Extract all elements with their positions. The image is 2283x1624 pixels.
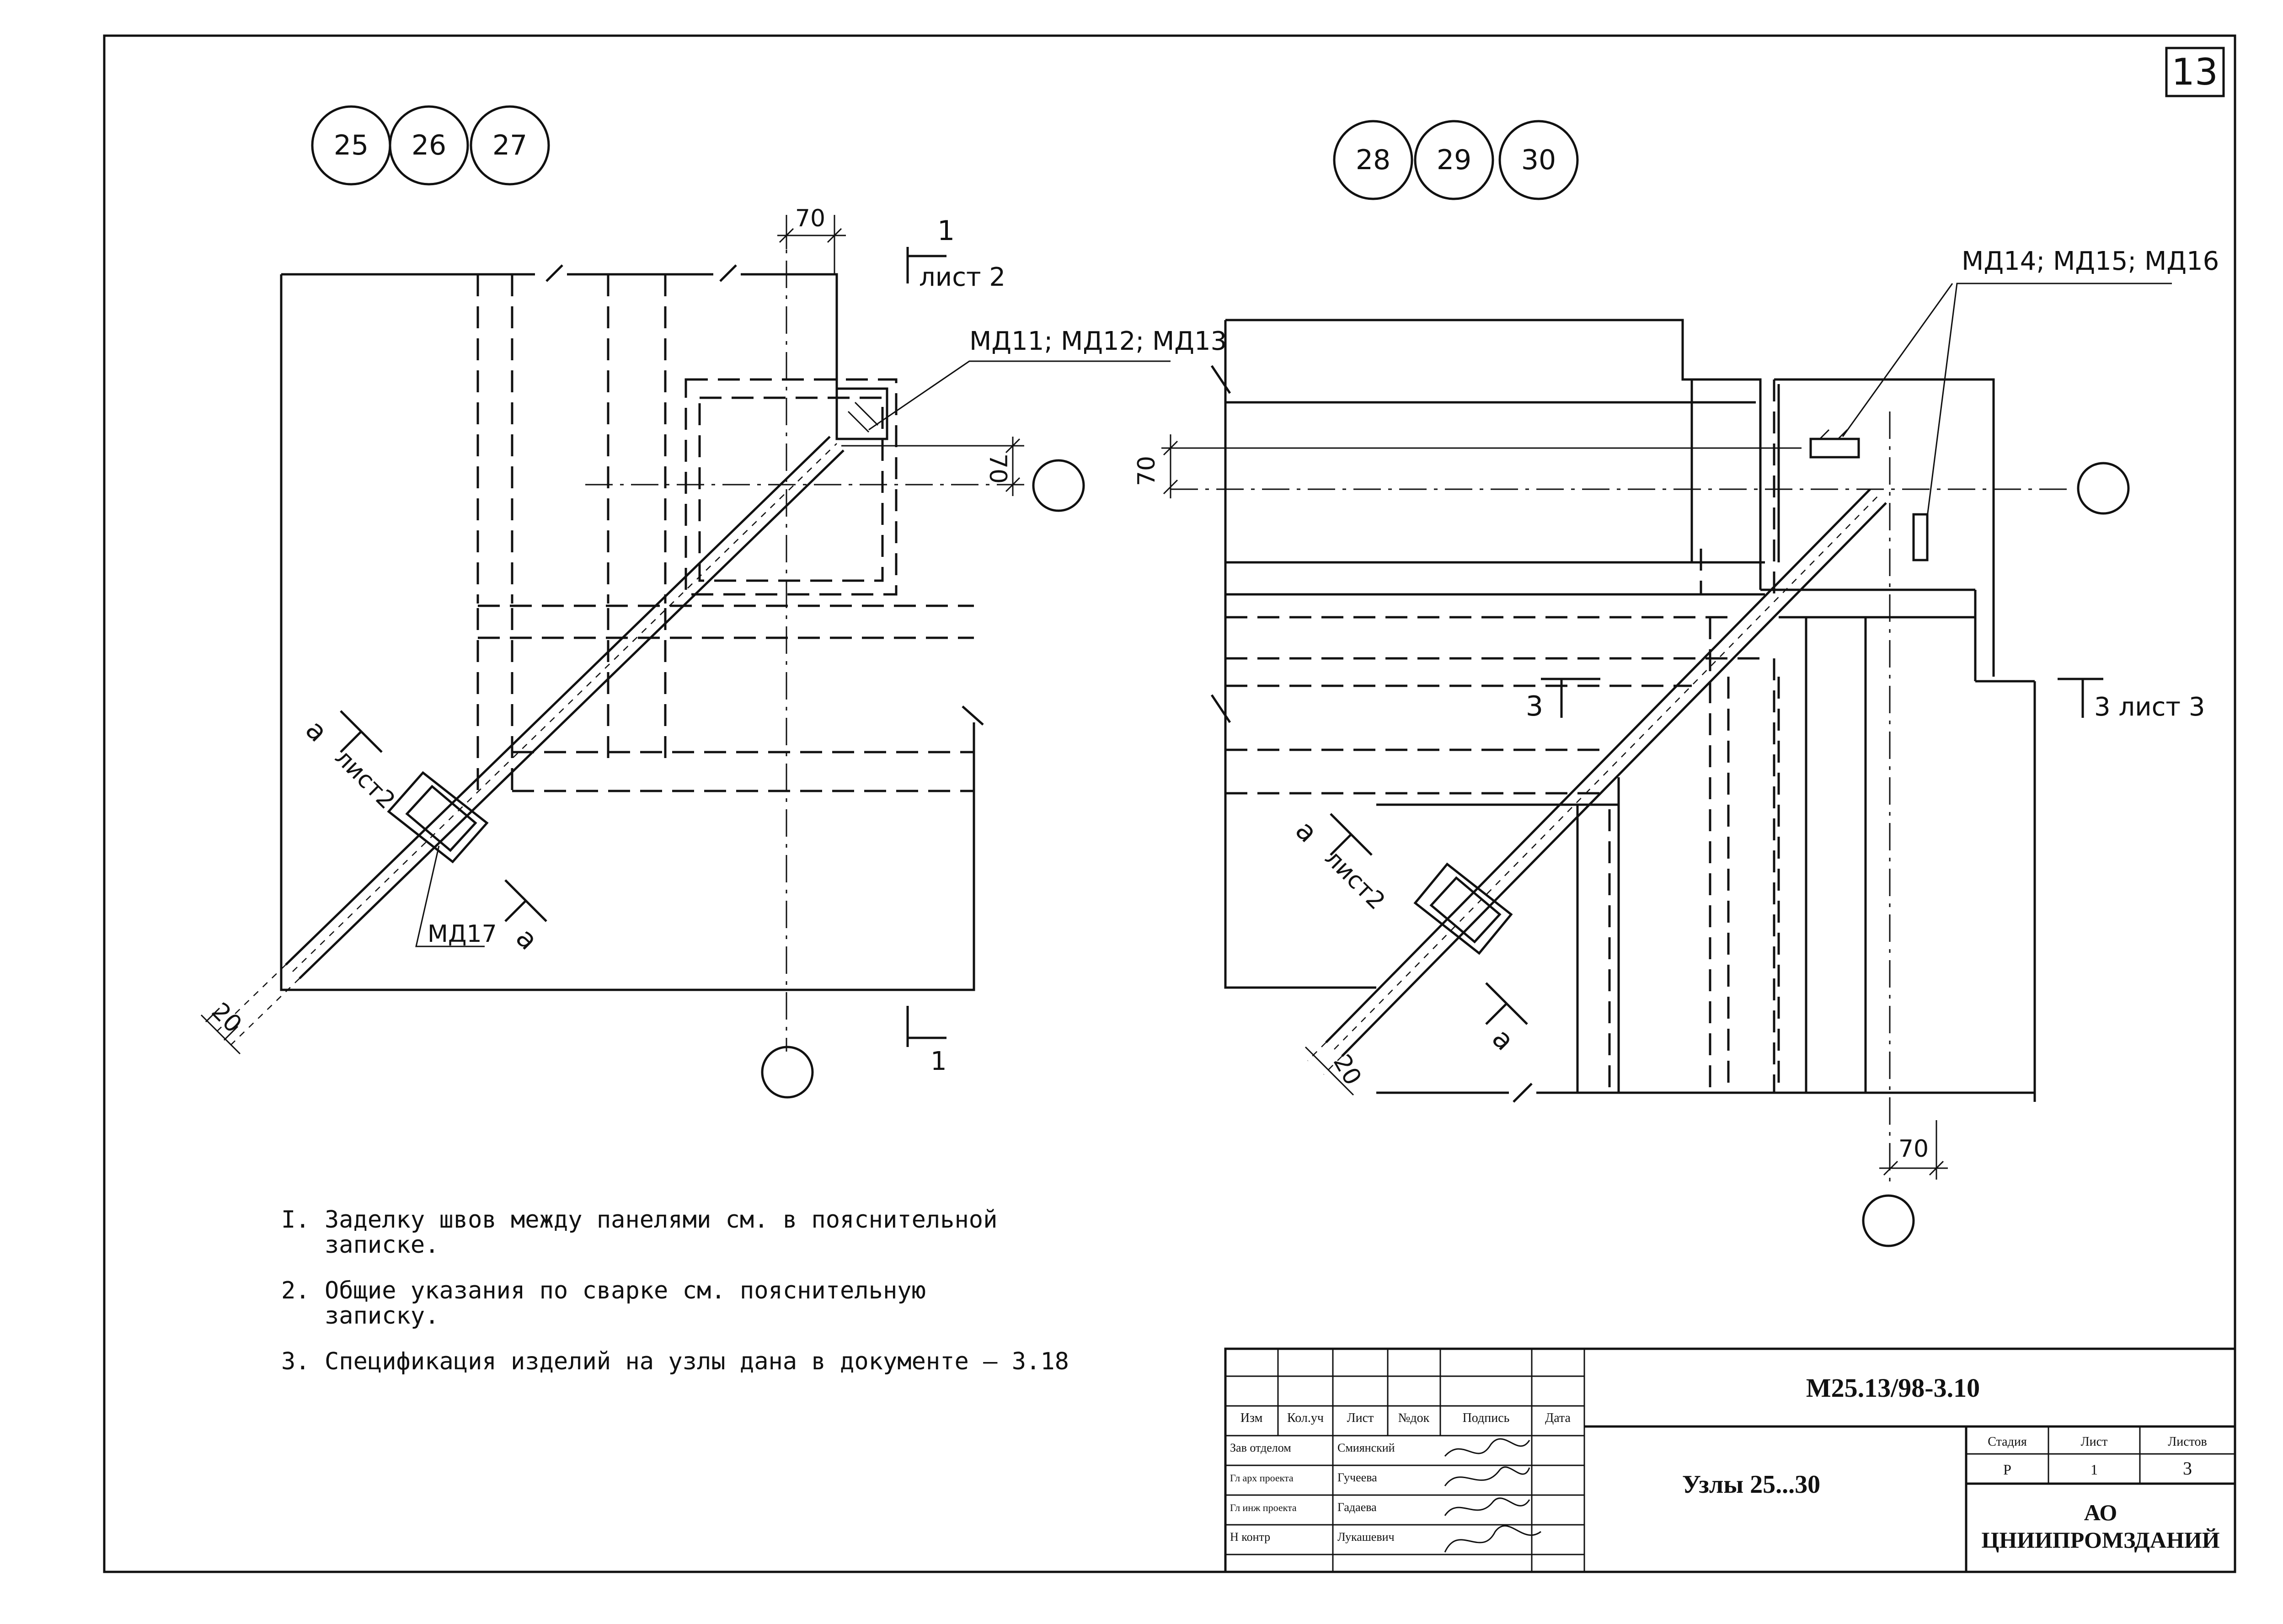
left-section-1: 1 лист 2 1 [906, 215, 1005, 1076]
right-axis-lines [1171, 411, 2130, 1247]
right-view: 28 29 30 [1133, 120, 2219, 1247]
right-section-a-bottom-label: a [1486, 1022, 1520, 1057]
note-2-number: 2. [281, 1277, 310, 1304]
left-section-a-label: a [299, 714, 334, 748]
right-dimension-bottom-value: 70 [1898, 1135, 1929, 1163]
right-section-a-label: a [1289, 814, 1324, 849]
handwritten-signatures [1444, 1438, 1541, 1553]
node-marker-26 [389, 105, 469, 186]
left-axis-lines [585, 215, 1085, 1099]
node-marker-28-label: 28 [1356, 144, 1390, 176]
node-marker-29-label: 29 [1437, 144, 1471, 176]
left-callout-top: МД11; МД12; МД13 [969, 326, 1227, 356]
right-axis-bubble-right [2077, 462, 2130, 515]
sheet-frame [103, 34, 2236, 1573]
left-section-1-label: 1 [937, 215, 955, 247]
title-role-3: Гл инж проекта [1230, 1502, 1297, 1513]
title-header-kol-uch: Кол.уч [1287, 1411, 1324, 1425]
right-dimension-bottom-left-value: 20 [1328, 1050, 1367, 1090]
left-node-markers: 25 26 27 [311, 105, 550, 186]
node-marker-28 [1333, 120, 1413, 200]
title-name-2: Гучеева [1337, 1471, 1377, 1484]
right-dimension-left: 70 [1133, 434, 1802, 498]
title-header-izm: Изм [1240, 1411, 1263, 1425]
node-marker-27 [470, 105, 550, 186]
right-section-3-label: 3 [1526, 690, 1543, 722]
right-node-markers: 28 29 30 [1333, 120, 1579, 200]
left-axis-bubble-bottom [761, 1046, 814, 1099]
title-stage-value: Р [2003, 1461, 2011, 1478]
left-dashed-joints [476, 274, 974, 792]
right-axis-bubble-bottom [1862, 1194, 1915, 1247]
sheet-number-box [2165, 47, 2225, 97]
right-section-a-sheet: лист2 [1320, 844, 1390, 915]
node-marker-25-label: 25 [334, 129, 369, 161]
sheet-number: 13 [2171, 51, 2218, 93]
title-sheet-value: 1 [2091, 1461, 2098, 1478]
note-1-number: I. [281, 1206, 310, 1234]
title-name-3: Гадаева [1337, 1501, 1377, 1514]
right-section-3-right: 3 лист 3 [2094, 692, 2205, 722]
right-diagonal-brace: 20 [1305, 429, 1929, 1096]
right-section-a: a лист2 a [1289, 813, 1528, 1057]
title-header-ndok: №док [1398, 1411, 1430, 1425]
title-header-date: Дата [1545, 1411, 1571, 1425]
right-dimension-left-value: 70 [1133, 456, 1160, 486]
left-callout-bottom: МД17 [428, 920, 497, 948]
note-2-line-2: записку. [325, 1302, 439, 1330]
node-marker-26-label: 26 [412, 129, 446, 161]
left-dimension-top: 70 [777, 205, 846, 274]
title-drawing-title: Узлы 25...30 [1682, 1470, 1820, 1499]
title-sheets-header: Листов [2168, 1435, 2207, 1449]
left-axis-bubble-right [1032, 459, 1085, 512]
right-section-3: 3 3 лист 3 [1526, 678, 2205, 722]
note-2-line-1: Общие указания по сварке см. пояснительн… [325, 1277, 926, 1304]
right-callout-top: МД14; МД15; МД16 [1962, 246, 2219, 276]
left-section-1-bottom-label: 1 [930, 1047, 947, 1076]
left-callouts: МД11; МД12; МД13 МД17 [415, 326, 1227, 948]
left-dimension-bottom-left-value: 20 [206, 998, 247, 1038]
node-marker-27-label: 27 [492, 129, 527, 161]
right-dashed-joints [1225, 379, 1780, 1093]
title-sheets-value: 3 [2183, 1458, 2192, 1479]
node-marker-30-label: 30 [1521, 144, 1556, 176]
title-role-2: Гл арх проекта [1230, 1472, 1294, 1484]
title-org-line-2: ЦНИИПРОМЗДАНИЙ [1981, 1527, 2219, 1553]
title-block: Изм Кол.уч Лист №док Подпись Дата Зав от… [1224, 1347, 2236, 1573]
node-marker-29 [1414, 120, 1494, 200]
note-3-number: 3. [281, 1348, 310, 1375]
right-dimension-bottom: 70 [1879, 1120, 1948, 1180]
left-section-1-sheet: лист 2 [919, 262, 1005, 292]
title-org-line-1: АО [2084, 1500, 2117, 1525]
title-role-1: Зав отделом [1230, 1441, 1291, 1454]
notes: I. Заделку швов между панелями см. в поя… [281, 1206, 1069, 1375]
node-marker-30 [1498, 120, 1579, 200]
title-sheet-header: Лист [2081, 1435, 2108, 1449]
title-document-code: М25.13/98-3.10 [1806, 1373, 1980, 1403]
title-role-4: Н контр [1230, 1530, 1270, 1544]
left-dimension-right: 70 [841, 437, 1024, 496]
left-dimension-right-value: 70 [984, 454, 1011, 484]
left-section-a-bottom-label: a [509, 922, 544, 956]
left-section-a-sheet: лист2 [330, 744, 401, 815]
note-1-line-1: Заделку швов между панелями см. в поясни… [325, 1206, 997, 1234]
right-callouts: МД14; МД15; МД16 [1842, 246, 2219, 517]
title-name-4: Лукашевич [1337, 1530, 1395, 1544]
title-stage-header: Стадия [1988, 1435, 2027, 1449]
left-view: 25 26 27 [200, 105, 1227, 1099]
right-panel-outline [1210, 319, 2036, 1103]
left-diagonal-brace: 20 [200, 387, 888, 1055]
title-name-1: Смиянский [1337, 1441, 1395, 1454]
left-dimension-top-value: 70 [795, 205, 825, 232]
note-3-line-1: Спецификация изделий на узлы дана в доку… [325, 1348, 1069, 1375]
title-header-signature: Подпись [1463, 1411, 1510, 1425]
title-header-list: Лист [1347, 1411, 1374, 1425]
note-1-line-2: записке. [325, 1231, 439, 1259]
